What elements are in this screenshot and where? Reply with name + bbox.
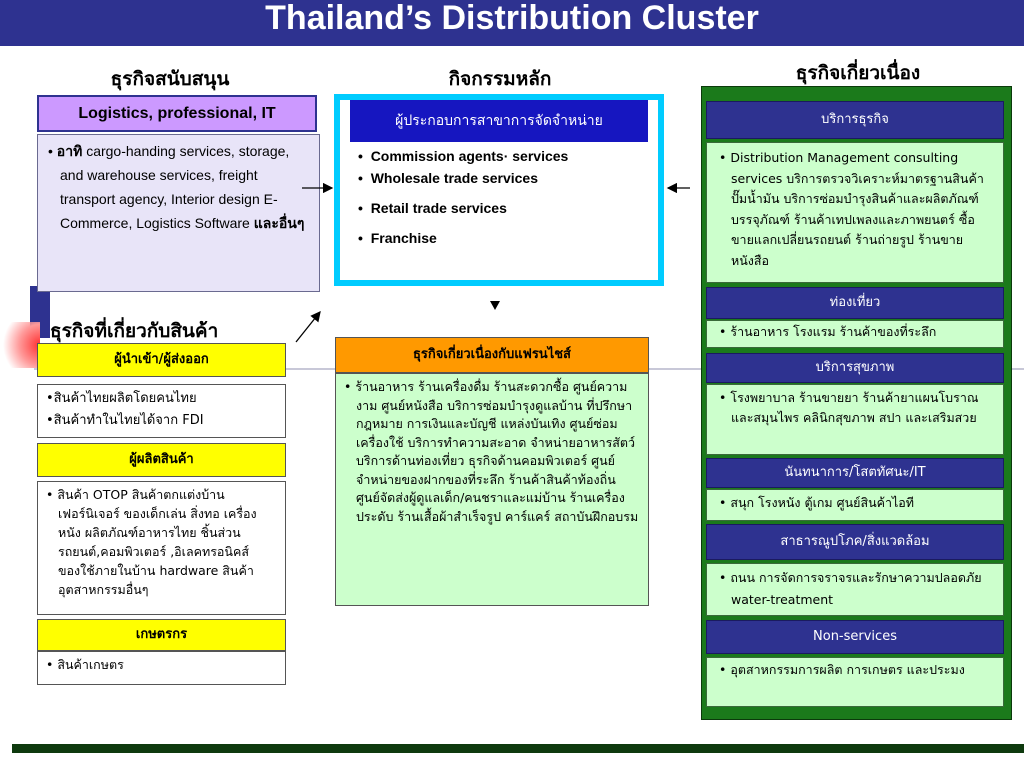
- related-header-tourism: ท่องเที่ยว: [706, 287, 1004, 319]
- main-box-header-label: ผู้ประกอบการสาขาการจัดจำหน่าย: [395, 113, 603, 129]
- title-bar: Thailand’s Distribution Cluster: [0, 0, 1024, 46]
- related-body-tourism: • ร้านอาหาร โรงแรม ร้านค้าของที่ระลึก: [706, 320, 1004, 348]
- list-item: • Wholesale trade services: [358, 170, 538, 186]
- bottom-bar: [12, 744, 1024, 753]
- related-header-entertainment: นันทนาการ/โสตทัศนะ/IT: [706, 458, 1004, 488]
- support-suffix: และอื่นๆ: [253, 215, 305, 231]
- decorative-glow: [0, 322, 40, 368]
- arrow-product-to-main: [295, 310, 321, 343]
- list-item: • สินค้าเกษตร: [46, 657, 124, 672]
- support-prefix: อาทิ: [56, 143, 83, 159]
- support-box-header: Logistics, professional, IT: [37, 95, 317, 132]
- related-header-utilities: สาธารณูปโภค/สิ่งแวดล้อม: [706, 524, 1004, 560]
- support-box-header-label: Logistics, professional, IT: [78, 105, 276, 122]
- support-box-body: • อาทิ cargo-handing services, storage, …: [37, 134, 320, 292]
- arrow-main-to-franchise: [490, 301, 500, 310]
- main-box: ผู้ประกอบการสาขาการจัดจำหน่าย • Commissi…: [334, 94, 664, 286]
- heading-support: ธุรกิจสนับสนุน: [110, 68, 230, 90]
- heading-product: ธุรกิจที่เกี่ยวกับสินค้า: [50, 320, 219, 342]
- related-header-business: บริการธุรกิจ: [706, 101, 1004, 139]
- heading-main: กิจกรรมหลัก: [448, 68, 552, 90]
- main-box-inner: ผู้ประกอบการสาขาการจัดจำหน่าย • Commissi…: [340, 100, 658, 280]
- product-header-farmers: เกษตรกร: [37, 619, 286, 651]
- main-box-header: ผู้ประกอบการสาขาการจัดจำหน่าย: [350, 100, 648, 142]
- list-item: • สินค้า OTOP สินค้าตกแต่งบ้าน เฟอร์นิเจ…: [46, 487, 257, 597]
- horizontal-divider-right: [1002, 368, 1024, 370]
- main-box-list: • Commission agents· services • Wholesal…: [358, 148, 568, 260]
- related-body-utilities: • ถนน การจัดการจราจรและรักษาความปลอดภัย …: [706, 563, 1004, 616]
- support-box-text: • อาทิ cargo-handing services, storage, …: [48, 143, 305, 231]
- product-body-importers: •สินค้าไทยผลิตโดยคนไทย •สินค้าทำในไทยได้…: [37, 384, 286, 438]
- franchise-box-body: • ร้านอาหาร ร้านเครื่องดื่ม ร้านสะดวกซื้…: [335, 373, 649, 606]
- list-item: • Commission agents· services: [358, 148, 569, 164]
- related-body-entertainment: • สนุก โรงหนัง ตู้เกม ศูนย์สินค้าไอที: [706, 489, 1004, 521]
- franchise-body: ร้านอาหาร ร้านเครื่องดื่ม ร้านสะดวกซื้อ …: [355, 379, 639, 524]
- heading-related: ธุรกิจเกี่ยวเนื่อง: [795, 62, 921, 84]
- related-body-business: • Distribution Management consulting ser…: [706, 142, 1004, 283]
- list-item: • Franchise: [358, 230, 437, 246]
- related-header-nonservices: Non-services: [706, 620, 1004, 654]
- list-item: •สินค้าไทยผลิตโดยคนไทย: [46, 391, 197, 406]
- related-body-health: • โรงพยาบาล ร้านขายยา ร้านค้ายาแผนโบราณแ…: [706, 384, 1004, 455]
- list-item: •สินค้าทำในไทยได้จาก FDI: [46, 413, 204, 428]
- related-header-health: บริการสุขภาพ: [706, 353, 1004, 383]
- list-item: • Retail trade services: [358, 200, 507, 216]
- product-header-producers: ผู้ผลิตสินค้า: [37, 443, 286, 477]
- franchise-box-header: ธุรกิจเกี่ยวเนื่องกับแฟรนไชส์: [335, 337, 649, 373]
- product-body-farmers: • สินค้าเกษตร: [37, 651, 286, 685]
- support-body: cargo-handing services, storage, and war…: [60, 143, 290, 231]
- related-body-nonservices: • อุตสาหกรรมการผลิต การเกษตร และประมง: [706, 657, 1004, 707]
- page-title: Thailand’s Distribution Cluster: [265, 0, 759, 37]
- product-header-importers: ผู้นำเข้า/ผู้ส่งออก: [37, 343, 286, 377]
- product-body-producers: • สินค้า OTOP สินค้าตกแต่งบ้าน เฟอร์นิเจ…: [37, 481, 286, 615]
- franchise-box-header-label: ธุรกิจเกี่ยวเนื่องกับแฟรนไชส์: [413, 347, 571, 362]
